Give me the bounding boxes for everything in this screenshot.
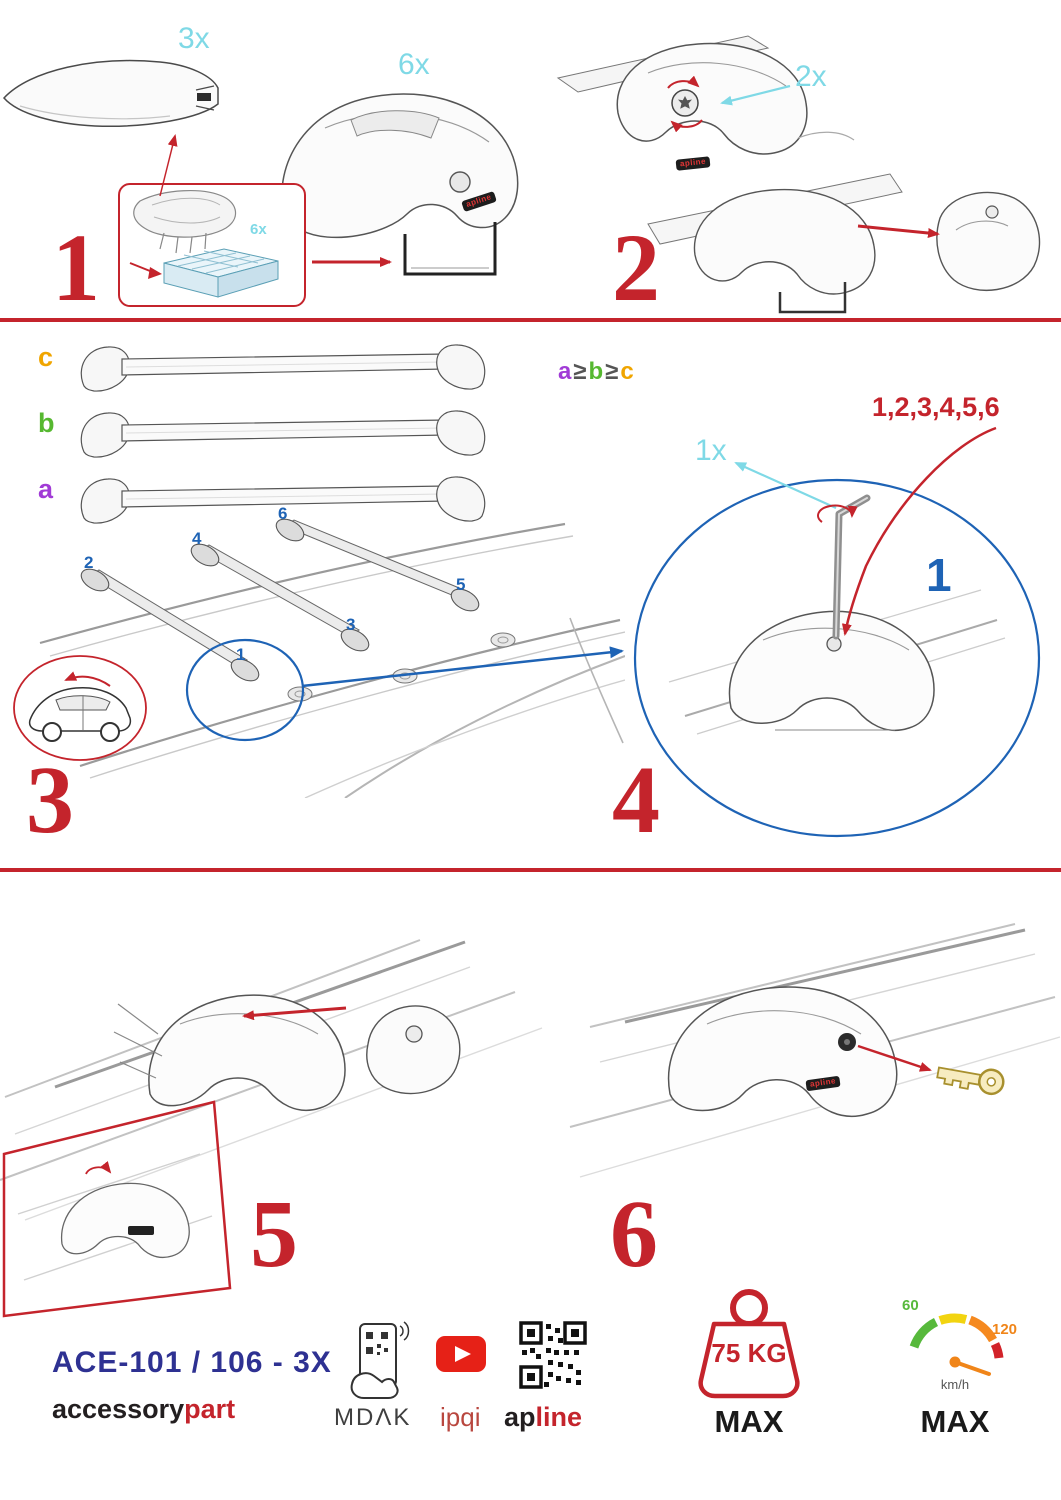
- crossbar-tip-drawing: [2, 59, 219, 128]
- position-label-6: 6: [278, 504, 288, 523]
- position-label-5: 5: [456, 575, 466, 594]
- brand-wordmark-black: accessory: [52, 1394, 185, 1424]
- qr-code: [518, 1320, 588, 1390]
- inset-panel-outline: [2, 1100, 232, 1318]
- sequence-first-label: 1: [926, 549, 952, 601]
- mdak-label: MDΛK: [334, 1404, 412, 1431]
- youtube-icon: [436, 1336, 486, 1372]
- bar-length-label-a: a: [38, 474, 54, 504]
- roof-diagram: [39, 518, 625, 798]
- apline-wordmark-black: ap: [504, 1402, 536, 1432]
- pad-detail-inset: [118, 183, 306, 307]
- step-4-number: 4: [612, 746, 660, 853]
- rule-ge2: ≥: [605, 358, 619, 385]
- apline-wordmark-red: line: [535, 1402, 583, 1432]
- speed-unit-label: km/h: [940, 1377, 970, 1392]
- zoom-circle-position-1: [185, 638, 305, 742]
- position-label-4: 4: [192, 529, 202, 548]
- speed-max-label: MAX: [920, 1404, 990, 1439]
- bar-length-label-b: b: [38, 408, 55, 438]
- foot-quantity-label: 6x: [398, 48, 430, 81]
- brand-wordmark: accessorypart: [52, 1396, 235, 1423]
- rubber-pad-drawing: [129, 190, 279, 298]
- position-label-2: 2: [84, 553, 94, 572]
- ipqi-label: ipqi: [440, 1402, 481, 1432]
- qr-scan-phone-icon: [350, 1321, 410, 1399]
- brand-wordmark-red: part: [184, 1394, 236, 1424]
- section-divider: [0, 318, 1061, 322]
- bar-quantity-label: 3x: [178, 22, 210, 55]
- bar-length-label-c: c: [38, 342, 54, 372]
- rule-ge1: ≥: [573, 358, 587, 385]
- step-6-number: 6: [610, 1180, 658, 1287]
- step-1-number: 1: [52, 214, 100, 321]
- endcap-assembly-drawing: [647, 173, 1041, 314]
- screw-quantity-label: 2x: [795, 60, 827, 93]
- position-label-1: 1: [236, 645, 246, 664]
- apline-wordmark: apline: [504, 1404, 582, 1431]
- speed-low-label: 60: [902, 1297, 919, 1314]
- foot-top-view-drawing: [556, 35, 855, 155]
- rule-c: c: [620, 358, 634, 385]
- tightening-sequence-label: 1,2,3,4,5,6: [872, 392, 1000, 422]
- hexkey-quantity-label: 1x: [695, 434, 727, 467]
- max-weight-icon: [698, 1289, 800, 1399]
- step-5-number: 5: [250, 1180, 298, 1287]
- rule-b: b: [588, 358, 604, 385]
- step-3-number: 3: [26, 746, 74, 853]
- weight-max-label: MAX: [714, 1404, 784, 1439]
- car-overview-drawing: [13, 655, 147, 761]
- rule-a: a: [558, 358, 572, 385]
- tightening-zoom-drawing: [633, 478, 1041, 838]
- step-2-number: 2: [612, 214, 660, 321]
- length-rule: a≥b≥c: [558, 360, 636, 384]
- foot-drawing-step1: [281, 93, 519, 276]
- crossbar-row-c: [80, 344, 486, 392]
- speed-high-label: 120: [992, 1321, 1018, 1338]
- position-label-3: 3: [346, 615, 356, 634]
- crossbar-row-a: [80, 476, 486, 524]
- weight-value: 75 KG: [711, 1338, 787, 1368]
- model-number: ACE-101 / 106 - 3X: [52, 1346, 332, 1379]
- section-divider: [0, 868, 1061, 872]
- pad-quantity-label: 6x: [250, 221, 267, 238]
- crossbar-row-b: [80, 410, 486, 458]
- speed-gauge-icon: [909, 1313, 1004, 1376]
